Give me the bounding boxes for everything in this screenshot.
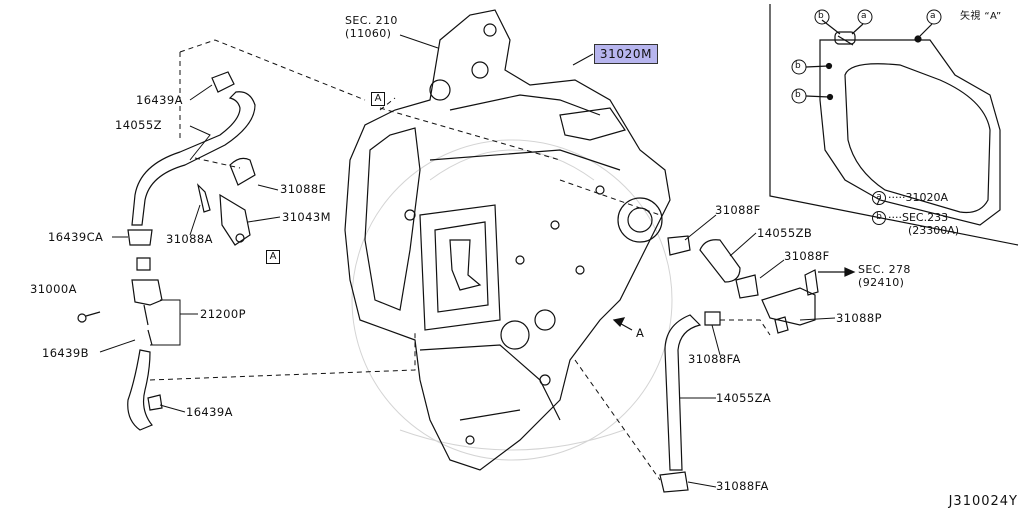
part-label-16439CA[interactable]: 16439CA — [48, 230, 104, 244]
inset-callout-circles — [791, 9, 942, 104]
leader-lines — [99, 34, 881, 488]
diagram-code: J310024Y — [948, 494, 1018, 509]
part-label-31088FA-bottom[interactable]: 31088FA — [716, 479, 769, 493]
inset-callout-b1: b — [818, 11, 825, 21]
direction-arrows — [612, 267, 856, 331]
watermark — [351, 139, 673, 461]
inset-gasket — [805, 19, 1001, 226]
inset-callout-b2: b — [795, 61, 802, 71]
section-210-code: (11060) — [345, 27, 392, 40]
legend-b-sub: (23300A) — [908, 224, 960, 237]
part-label-31088E[interactable]: 31088E — [280, 182, 327, 196]
part-label-16439B[interactable]: 16439B — [42, 346, 89, 360]
inset-title: 矢視 “A” — [960, 11, 1002, 22]
legend-a-circle: a — [872, 191, 886, 205]
legend-b-dots: ···· — [888, 211, 902, 224]
part-label-31088FA-mid[interactable]: 31088FA — [688, 352, 741, 366]
section-278-label[interactable]: SEC. 278 — [858, 263, 911, 276]
reference-lines — [149, 39, 771, 481]
part-label-16439A-top[interactable]: 16439A — [136, 93, 183, 107]
inset-frame — [769, 4, 1019, 246]
inset-callout-a1: a — [861, 11, 867, 21]
part-label-14055ZB[interactable]: 14055ZB — [757, 226, 813, 240]
legend-a-dots: ····· — [888, 191, 906, 204]
legend-b: b····SEC.233 — [872, 211, 948, 225]
legend-b-circle: b — [872, 211, 886, 225]
right-hose-assembly — [659, 235, 819, 493]
section-278-code: (92410) — [858, 276, 905, 289]
ref-box-A-left[interactable]: A — [266, 250, 280, 264]
part-label-31088F-top[interactable]: 31088F — [715, 203, 761, 217]
part-label-31043M[interactable]: 31043M — [282, 210, 331, 224]
inset-callout-b3: b — [795, 90, 802, 100]
part-label-31088F-mid[interactable]: 31088F — [784, 249, 830, 263]
view-arrow-label: A — [636, 326, 645, 340]
part-label-14055Z[interactable]: 14055Z — [115, 118, 162, 132]
ref-box-A-top[interactable]: A — [371, 92, 385, 106]
transmission-body — [344, 9, 671, 471]
legend-a: a·····31020A — [872, 191, 948, 205]
part-label-31088P[interactable]: 31088P — [836, 311, 882, 325]
part-label-21200P[interactable]: 21200P — [200, 307, 246, 321]
section-210-label[interactable]: SEC. 210 — [345, 14, 398, 27]
legend-a-text: 31020A — [905, 191, 949, 204]
part-label-31000A[interactable]: 31000A — [30, 282, 77, 296]
part-label-14055ZA[interactable]: 14055ZA — [716, 391, 772, 405]
legend-b-text: SEC.233 — [902, 211, 949, 224]
left-hose-assembly — [77, 71, 256, 431]
part-label-31088A[interactable]: 31088A — [166, 232, 213, 246]
highlighted-part-31020M[interactable]: 31020M — [594, 44, 658, 64]
part-label-16439A-bottom[interactable]: 16439A — [186, 405, 233, 419]
inset-callout-a2: a — [930, 11, 936, 21]
